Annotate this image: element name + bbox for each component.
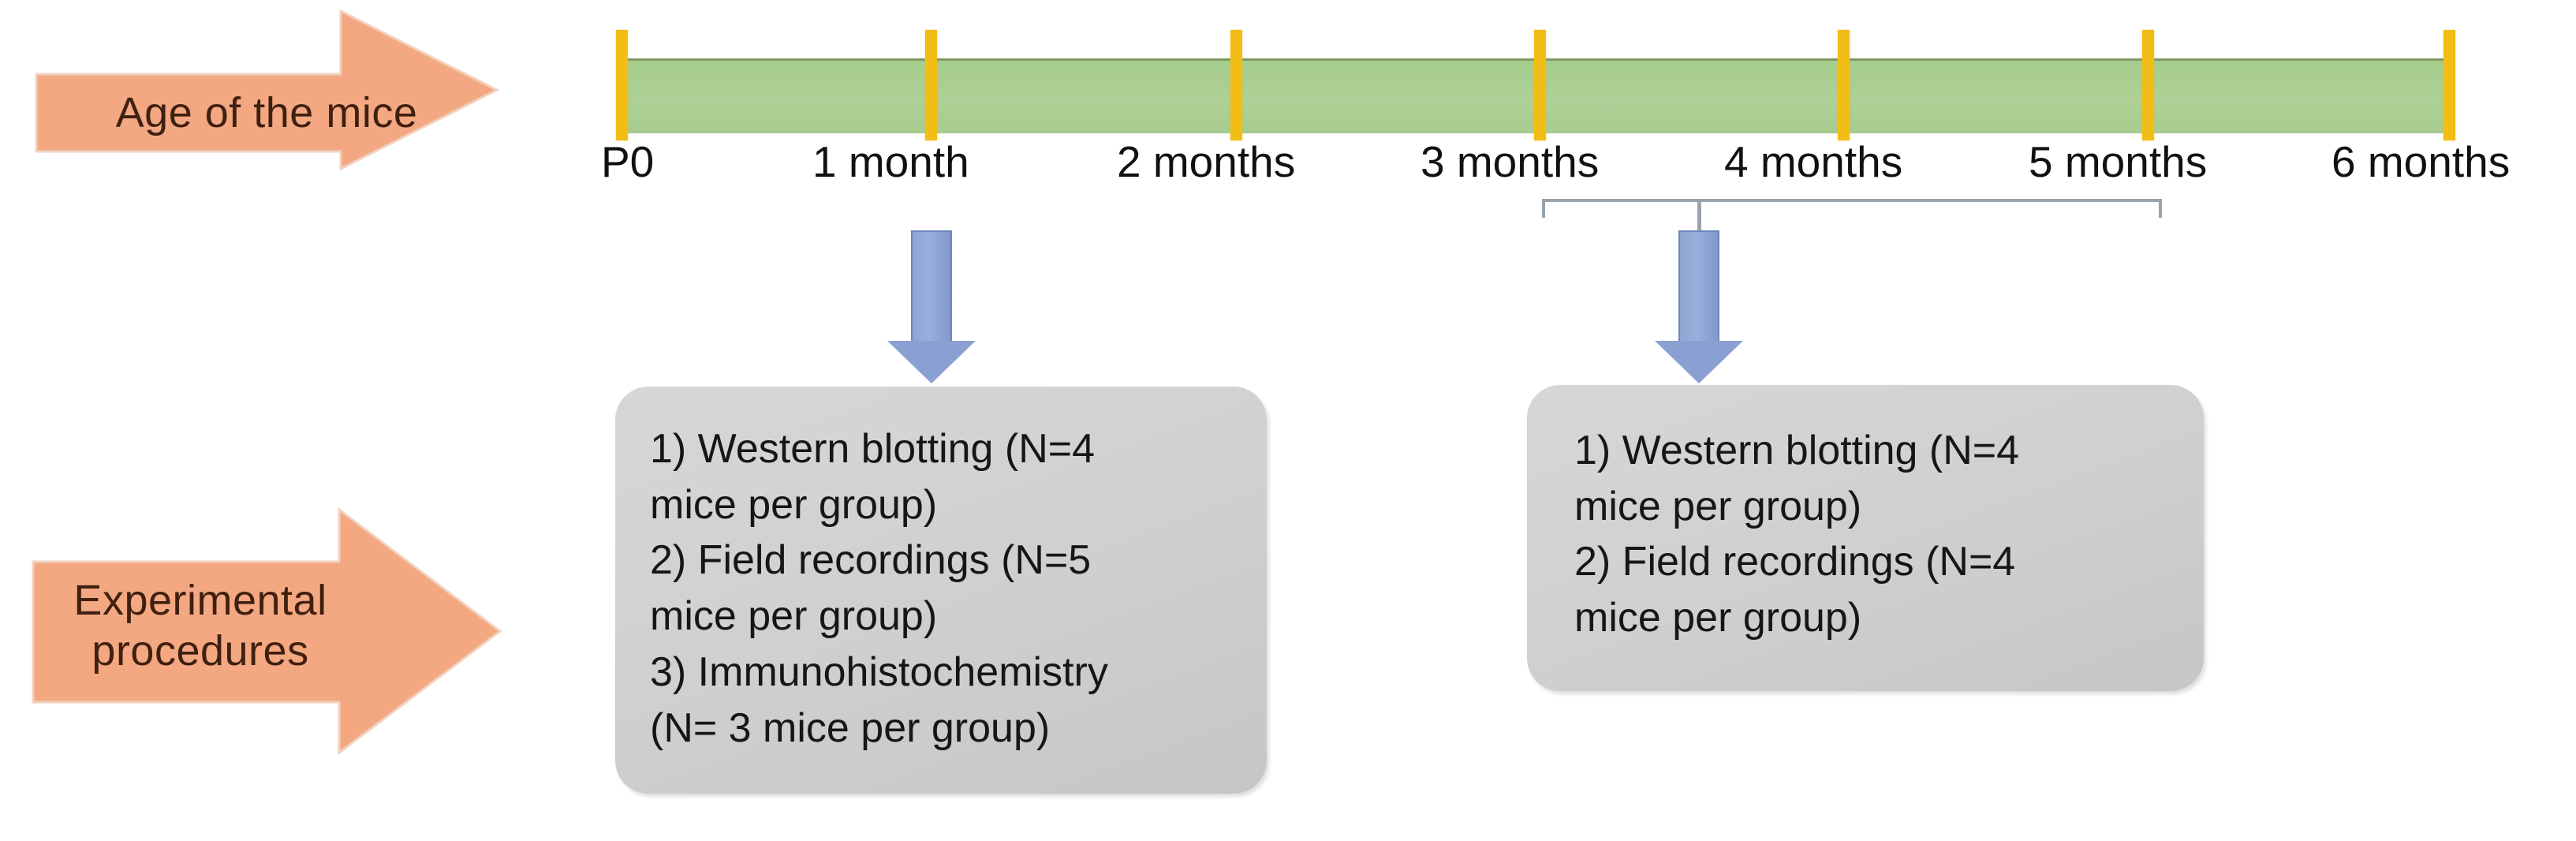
timeline-label-1-month: 1 month: [812, 137, 969, 186]
timeline-tick-p0: [616, 30, 628, 140]
age-of-mice-label: Age of the mice: [115, 89, 418, 136]
procedure-box-3-to-5-months-text: 1) Western blotting (N=4 mice per group)…: [1574, 428, 2020, 641]
timeline-tick-5-months: [2142, 30, 2154, 140]
procedures-arrow-shape: [32, 506, 502, 756]
timeline-label-6-months: 6 months: [2331, 137, 2511, 186]
timeline-label-5-months: 5 months: [2029, 137, 2208, 186]
down-arrow-head: [887, 341, 976, 383]
timeline-label-2-months: 2 months: [1117, 137, 1296, 186]
experimental-procedures-arrow: Experimental procedures: [30, 505, 503, 759]
bracket-stem: [1697, 199, 1701, 234]
timeline-label-4-months: 4 months: [1724, 137, 1903, 186]
down-arrow-3-to-5-months: [1655, 230, 1743, 383]
timeline-tick-2-months: [1230, 30, 1242, 140]
timeline-tick-6-months: [2443, 30, 2455, 140]
down-arrow-head: [1655, 341, 1743, 383]
experimental-procedures-label: Experimental procedures: [73, 577, 327, 675]
procedure-box-3-to-5-months: 1) Western blotting (N=4 mice per group)…: [1527, 385, 2204, 691]
procedure-box-1-month: 1) Western blotting (N=4 mice per group)…: [615, 387, 1267, 794]
timeline-tick-3-months: [1534, 30, 1546, 140]
timeline-tick-1-month: [925, 30, 937, 140]
down-arrow-shaft: [1678, 230, 1719, 342]
down-arrow-shaft: [911, 230, 952, 342]
timeline-tick-4-months: [1838, 30, 1850, 140]
age-arrow-shape: [35, 9, 500, 171]
timeline-label-3-months: 3 months: [1421, 137, 1600, 186]
timeline-bracket-3-to-5-months: [1542, 199, 2162, 218]
down-arrow-1-month: [887, 230, 976, 383]
timeline-label-p0: P0: [601, 137, 655, 186]
age-of-mice-arrow: Age of the mice: [33, 6, 500, 174]
procedure-box-1-month-text: 1) Western blotting (N=4 mice per group)…: [650, 426, 1108, 751]
